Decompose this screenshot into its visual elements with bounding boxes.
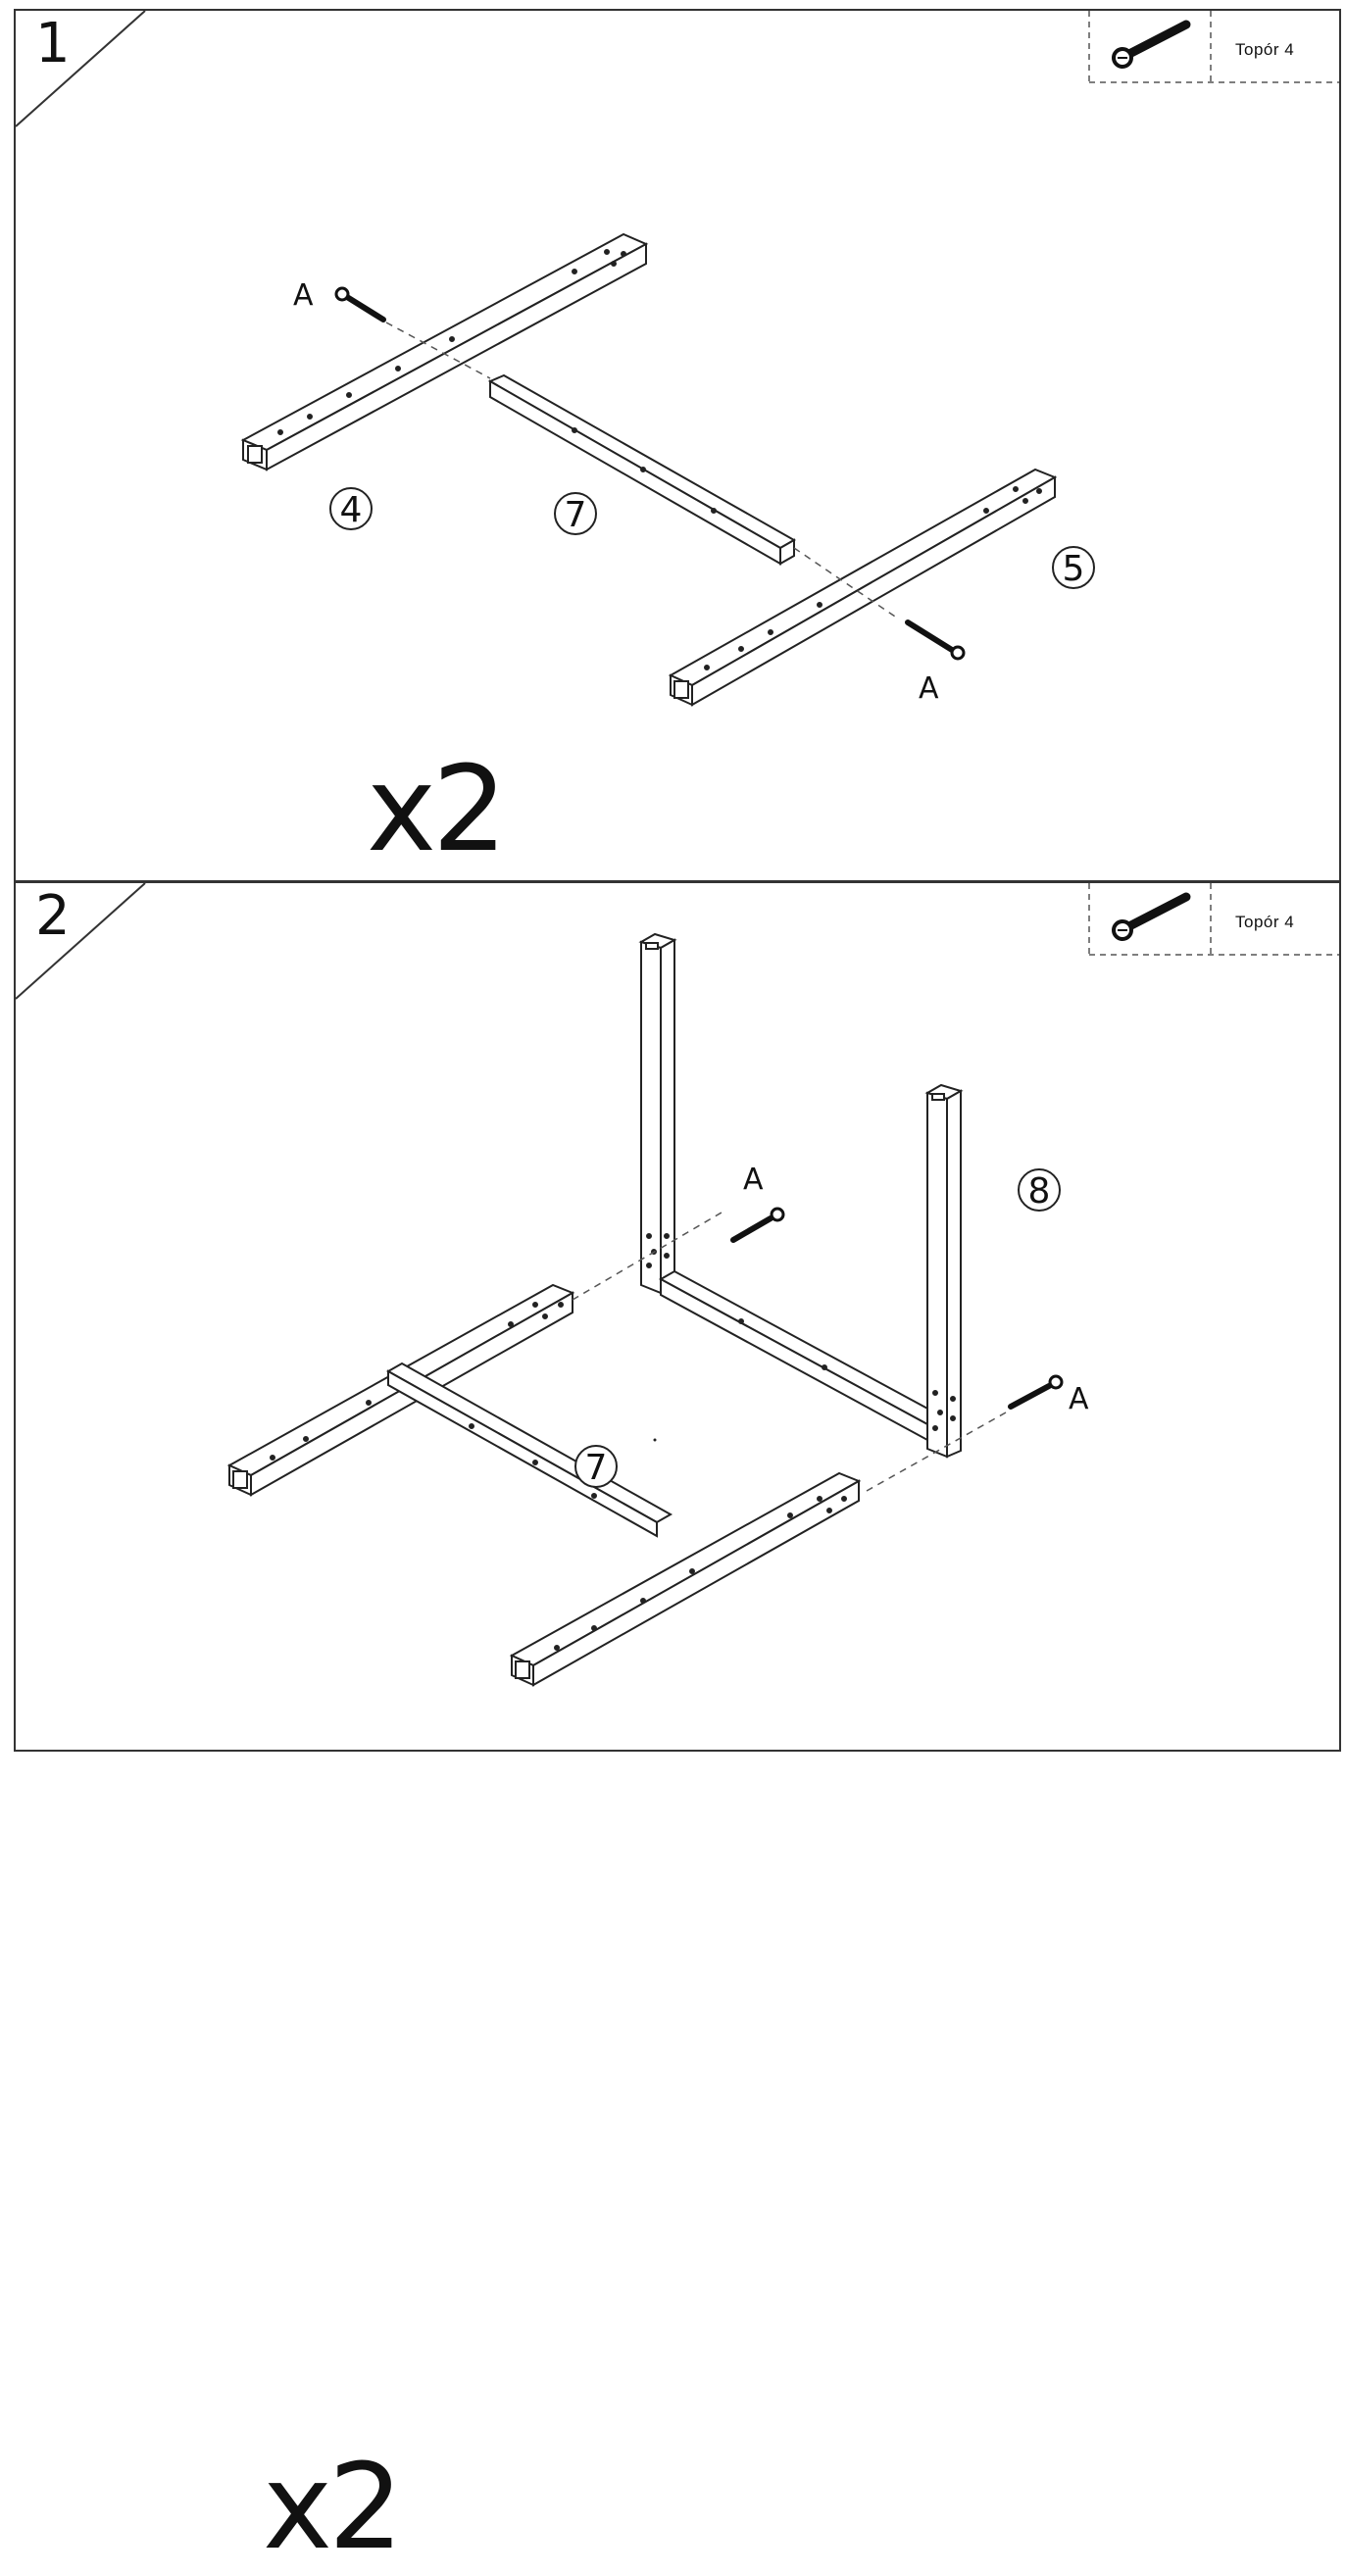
part-callout-4: 4 — [329, 487, 373, 530]
step-2-panel: 2 Topór 4 — [14, 881, 1341, 2567]
hardware-label: Topór 4 — [1235, 40, 1295, 59]
screw-a-right — [905, 619, 966, 661]
part-callout-5: 5 — [1052, 546, 1095, 589]
step-1-drawing: A A 4 7 5 — [240, 232, 1095, 707]
part-number: 8 — [1028, 1171, 1051, 1212]
part-callout-7: 7 — [554, 492, 597, 535]
assembly-instructions-page: 1 Topór 4 — [14, 9, 1341, 2567]
screw-a-upper — [730, 1207, 785, 1243]
screw-label: A — [743, 1163, 764, 1197]
assembly-guides — [385, 322, 899, 619]
part-callout-7: 7 — [574, 1445, 618, 1488]
hardware-legend: Topór 4 — [1088, 11, 1339, 83]
screw-icon — [1112, 20, 1191, 69]
quantity-multiplier: x2 — [367, 742, 507, 878]
step-number: 2 — [35, 884, 71, 948]
hardware-label: Topór 4 — [1235, 913, 1295, 931]
screw-a-left — [334, 286, 386, 322]
hardware-legend: Topór 4 — [1088, 883, 1339, 956]
legend-frame — [1088, 883, 1339, 956]
step-1-corner — [16, 11, 146, 127]
part-5-tube — [668, 468, 1058, 707]
part-callout-8: 8 — [1018, 1168, 1061, 1212]
step-1-panel: 1 Topór 4 — [14, 9, 1341, 882]
part-number: 5 — [1063, 549, 1085, 589]
step-2-corner — [16, 883, 146, 1000]
part-number: 7 — [565, 495, 587, 535]
step-2-drawing: A A 8 7 — [226, 932, 1089, 1687]
screw-label: A — [1069, 1382, 1089, 1416]
part-7-bar — [487, 373, 797, 566]
quantity-multiplier: x2 — [263, 2440, 403, 2576]
legend-frame — [1088, 11, 1339, 83]
step-number: 1 — [35, 12, 71, 75]
part-number: 4 — [340, 490, 363, 530]
screw-label: A — [919, 671, 939, 706]
part-number: 7 — [585, 1448, 608, 1488]
part-4-tube — [240, 232, 649, 471]
screw-a-right — [1008, 1374, 1064, 1410]
screw-label: A — [293, 278, 314, 313]
assembly-guides — [572, 1212, 1007, 1492]
part-7-h-frame — [226, 1283, 862, 1687]
part-8-frame — [638, 932, 964, 1459]
screw-icon — [1112, 892, 1191, 941]
reference-dot — [653, 1438, 657, 1442]
